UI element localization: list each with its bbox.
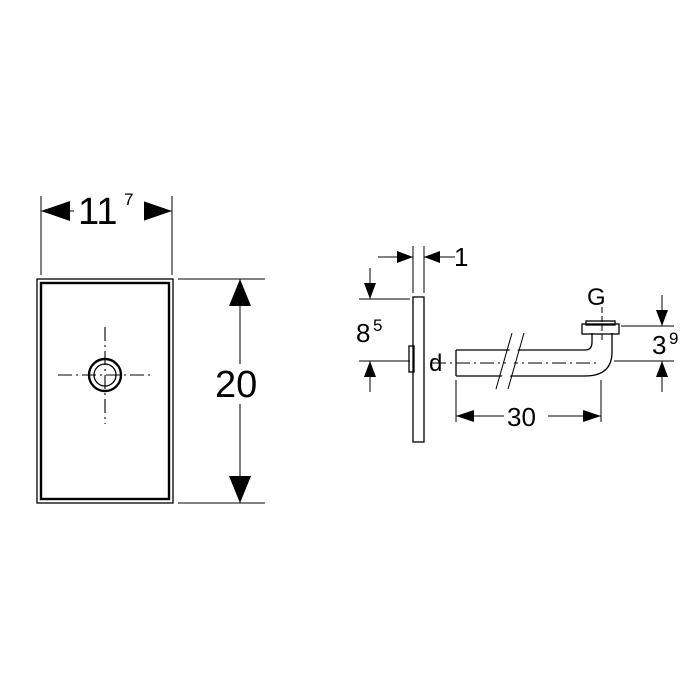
height-label: 20 [215,364,257,406]
thickness-label: 1 [454,242,468,272]
side-view: 1 8 5 [356,242,678,443]
cover-plate-outline [36,278,174,504]
arrow-left-icon [456,410,474,422]
arrow-right-icon [397,251,413,263]
offset-dimension: 8 5 [356,268,410,392]
thickness-dimension: 1 [378,242,468,293]
arrow-down-icon [364,283,376,299]
fitting-height-label: 3 [652,330,666,360]
front-view: 11 7 20 [36,190,268,504]
pipe [432,300,620,390]
plate-side [412,296,425,443]
break-mark [507,332,525,390]
length-label: 30 [507,402,536,432]
arrow-down-icon [229,476,251,503]
fitting-height-label-superscript: 9 [669,329,678,348]
height-dimension: 20 [178,278,268,504]
arrow-left-icon [41,201,70,221]
cover-plate-inner [39,281,171,501]
thread-label: G [587,284,606,311]
arrow-left-icon [424,251,440,263]
width-label: 11 [78,191,117,233]
arrow-up-icon [656,361,668,377]
center-crosshair-icon [58,327,150,424]
diameter-label: d [429,350,442,377]
width-label-superscript: 7 [124,190,133,209]
thread-fitting [581,323,620,335]
arrow-right-icon [143,201,172,221]
arrow-down-icon [656,310,668,326]
arrow-right-icon [583,410,601,422]
offset-label: 8 [356,318,370,348]
length-dimension: 30 [455,380,602,432]
plate-boss [408,345,415,373]
fitting-height-dimension: 3 9 [614,295,678,392]
width-dimension: 11 7 [40,190,173,275]
arrow-up-icon [364,361,376,377]
arrow-up-icon [229,279,251,306]
offset-label-superscript: 5 [373,316,382,335]
